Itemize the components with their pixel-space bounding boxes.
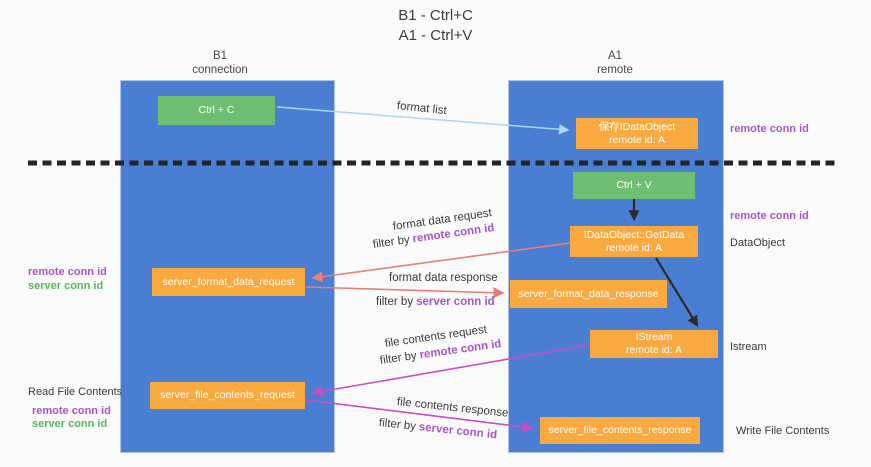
annotation-write-file-contents: Write File Contents [736,425,830,437]
node-server-file-contents-request: server_file_contents_request [150,382,305,409]
lifeline-header-a1: A1 remote [508,49,722,77]
istream-line2: remote id: A [625,344,683,356]
istream-line1: IStream [635,331,673,343]
lifeline-a1-subtitle: remote [597,64,633,76]
annotation-read-file-contents: Read File Contents [28,386,123,398]
filter-by-text: filter by [372,233,411,251]
server-file-contents-response-label: server_file_contents_response [548,424,692,436]
annotation-server-conn-id-bottom-left: server conn id [32,418,108,430]
diagram-title: B1 - Ctrl+C A1 - Ctrl+V [0,6,871,46]
annotation-server-conn-id-top-left: server conn id [28,280,104,292]
node-ctrl-v: Ctrl + V [573,172,695,199]
save-dataobject-line1: 保存IDataObject [598,120,676,133]
filter-key-server-conn-id: server conn id [416,296,495,308]
lifeline-a1-title: A1 [607,50,623,62]
node-idataobject-getdata: IDataObject::GetData remote id: A [570,226,698,257]
edge-label-format-list: format list [396,100,448,118]
title-line-2: A1 - Ctrl+V [398,27,473,44]
filter-by-text: filter by [376,296,414,308]
node-ctrl-c: Ctrl + C [158,96,275,125]
getdata-line1: IDataObject::GetData [583,228,685,241]
getdata-line2: remote id: A [605,241,663,254]
annotation-dataobject: DataObject [730,237,786,249]
filter-by-text: filter by [379,349,418,367]
node-server-format-data-response: server_format_data_response [510,280,667,308]
edge-label-format-data-response: format data response [389,272,498,284]
lifeline-b1-subtitle: connection [192,64,248,76]
format-data-response-arrow [305,286,505,299]
edge-label-file-contents-response: file contents response [396,396,509,420]
annotation-remote-conn-id-bottom-left: remote conn id [32,405,111,417]
annotation-remote-conn-id-top-right: remote conn id [730,123,809,135]
node-save-dataobject: 保存IDataObject remote id: A [576,118,698,149]
node-server-file-contents-response: server_file_contents_response [540,417,700,444]
filter-by-text: filter by [378,417,417,433]
annotation-remote-conn-id-mid-right: remote conn id [730,210,809,222]
lifeline-b1-title: B1 [212,50,228,62]
filter-key-server-conn-id: server conn id [418,421,498,442]
annotation-istream: Istream [730,341,767,353]
ctrl-c-label: Ctrl + C [198,104,235,116]
ctrl-v-label: Ctrl + V [616,179,652,191]
title-line-1: B1 - Ctrl+C [398,7,473,24]
save-dataobject-line2: remote id: A [608,133,666,146]
annotation-remote-conn-id-top-left: remote conn id [28,266,107,278]
node-istream: IStream remote id: A [590,330,718,358]
lifeline-header-b1: B1 connection [120,49,320,77]
server-format-data-request-label: server_format_data_request [162,275,295,288]
server-file-contents-request-label: server_file_contents_request [160,389,295,401]
node-server-format-data-request: server_format_data_request [152,268,305,296]
server-format-data-response-label: server_format_data_response [518,287,659,300]
